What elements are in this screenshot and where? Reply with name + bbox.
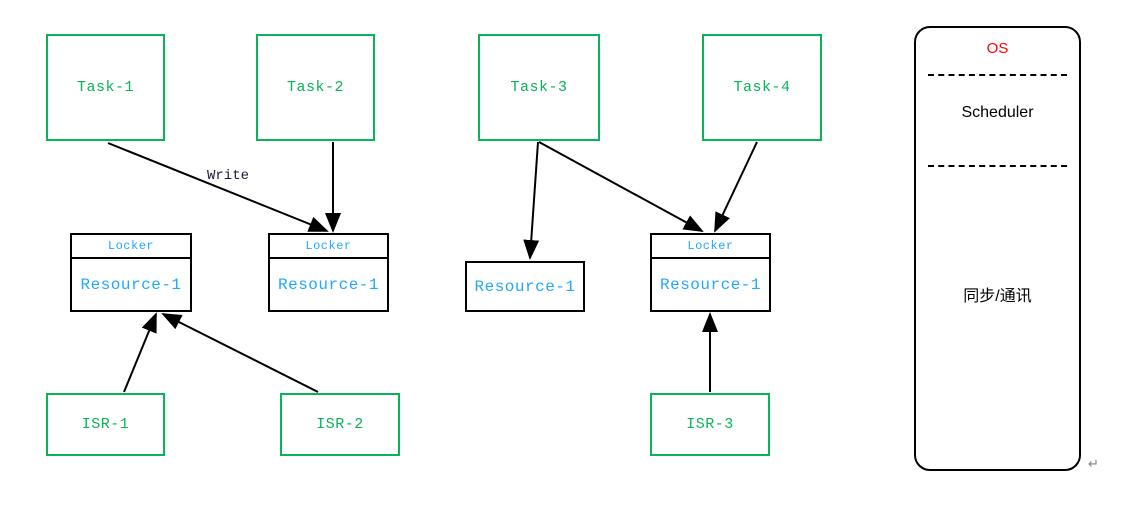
isr-label: ISR-2 bbox=[316, 416, 364, 433]
task-label: Task-1 bbox=[76, 79, 134, 96]
resource-box-unlocked[interactable]: Resource-1 bbox=[465, 261, 585, 312]
os-sync-comm-label: 同步/通讯 bbox=[963, 288, 1032, 305]
task-box-4[interactable]: Task-4 bbox=[702, 34, 822, 141]
arrow-task3-to-resource bbox=[523, 141, 540, 260]
task-box-3[interactable]: Task-3 bbox=[478, 34, 600, 141]
locker-header: Locker bbox=[270, 235, 387, 259]
locker-header: Locker bbox=[72, 235, 190, 259]
task-label: Task-2 bbox=[286, 79, 344, 96]
task-label: Task-3 bbox=[510, 79, 568, 96]
resource-label: Resource-1 bbox=[659, 275, 761, 294]
task-box-1[interactable]: Task-1 bbox=[46, 34, 165, 141]
isr-label: ISR-1 bbox=[81, 416, 130, 433]
os-separator-bottom bbox=[928, 165, 1067, 167]
isr-box-3[interactable]: ISR-3 bbox=[650, 393, 770, 456]
os-title: OS bbox=[986, 40, 1009, 57]
arrow-isr1-to-locker1 bbox=[123, 312, 157, 393]
locker-resource-box-2[interactable]: Locker Resource-1 bbox=[268, 233, 389, 312]
isr-box-1[interactable]: ISR-1 bbox=[46, 393, 165, 456]
locker-resource-body: Resource-1 bbox=[72, 259, 190, 310]
arrow-isr2-to-locker1 bbox=[161, 313, 319, 393]
locker-resource-box-3[interactable]: Locker Resource-1 bbox=[650, 233, 771, 312]
os-panel[interactable]: OS Scheduler 同步/通讯 bbox=[914, 26, 1081, 471]
arrow-task3-to-locker3 bbox=[538, 141, 704, 232]
resource-label: Resource-1 bbox=[80, 275, 182, 294]
locker-label: Locker bbox=[305, 239, 352, 253]
resource-label: Resource-1 bbox=[474, 277, 576, 296]
task-label: Task-4 bbox=[733, 79, 791, 96]
arrow-task1-to-locker2 bbox=[107, 142, 329, 232]
locker-resource-box-1[interactable]: Locker Resource-1 bbox=[70, 233, 192, 312]
os-separator-top bbox=[928, 74, 1067, 76]
locker-label: Locker bbox=[687, 239, 734, 253]
locker-resource-body: Resource-1 bbox=[652, 259, 769, 310]
paragraph-mark-icon: ↵ bbox=[1088, 456, 1099, 471]
locker-label: Locker bbox=[107, 239, 155, 253]
isr-box-2[interactable]: ISR-2 bbox=[280, 393, 400, 456]
resource-label: Resource-1 bbox=[277, 275, 379, 294]
os-scheduler-label: Scheduler bbox=[961, 104, 1034, 121]
locker-header: Locker bbox=[652, 235, 769, 259]
locker-resource-body: Resource-1 bbox=[270, 259, 387, 310]
task-box-2[interactable]: Task-2 bbox=[256, 34, 375, 141]
edge-label-write: Write bbox=[207, 168, 250, 184]
isr-label: ISR-3 bbox=[686, 416, 734, 433]
arrow-task4-to-locker3 bbox=[714, 141, 758, 233]
